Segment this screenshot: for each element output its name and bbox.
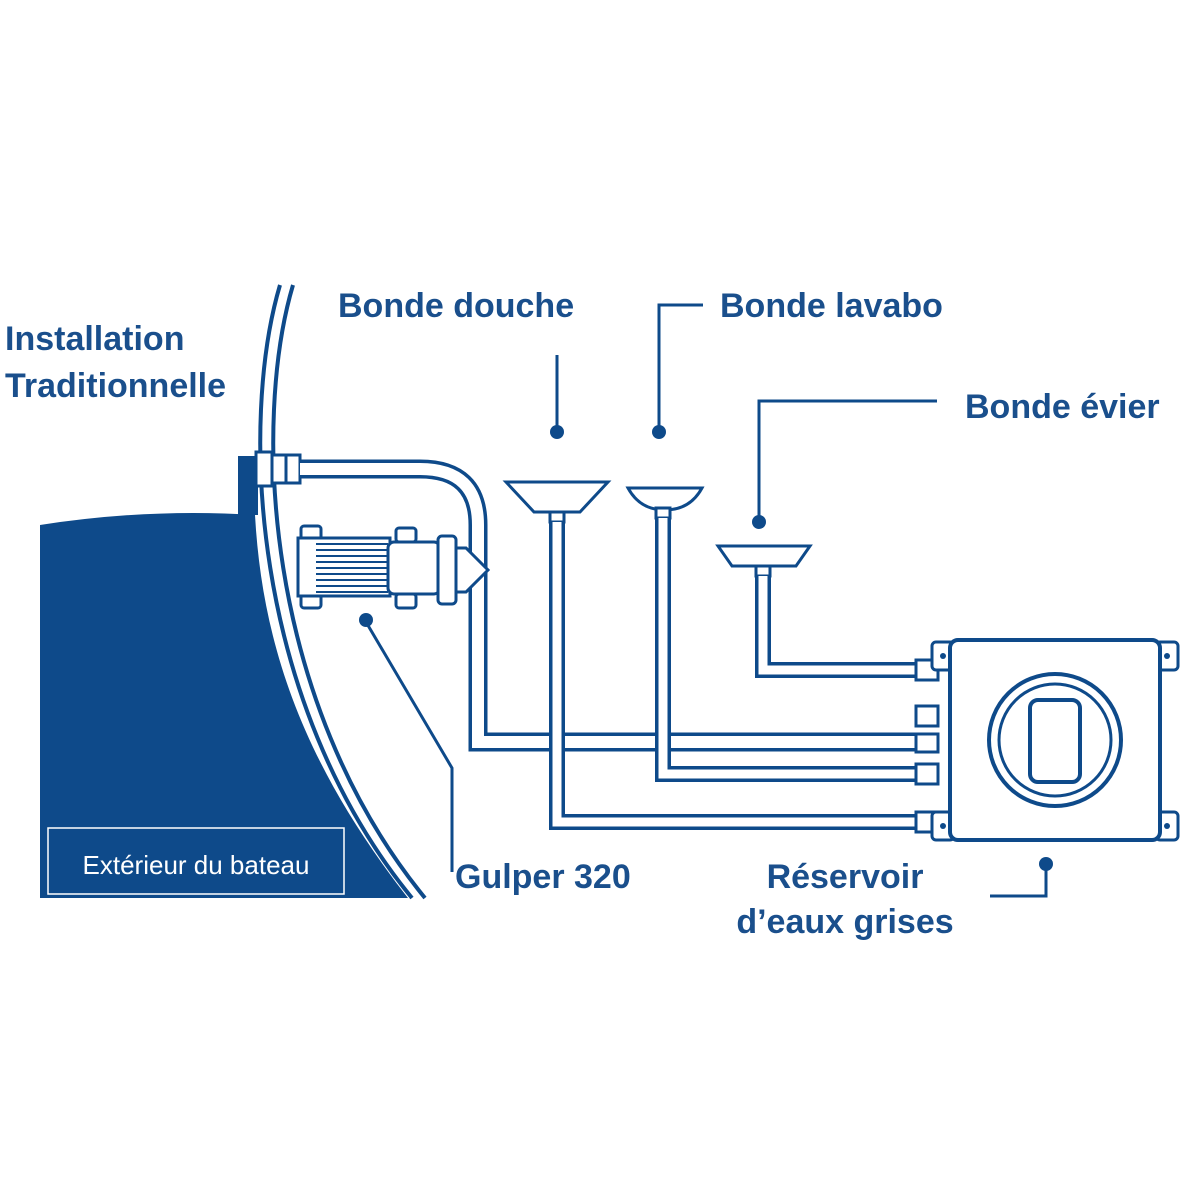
- label-reservoir-line-1: Réservoir: [767, 858, 924, 896]
- through-hull-fitting: [238, 450, 302, 515]
- sink-pipe: [755, 576, 935, 678]
- grey-water-tank: [914, 638, 1180, 842]
- title-line-1: Installation: [5, 320, 184, 358]
- title-line-2: Traditionnelle: [5, 367, 226, 405]
- leader-dot: [1039, 857, 1053, 871]
- washbasin-pipe: [655, 518, 935, 782]
- leader-sink: [752, 399, 937, 529]
- leader-dot: [652, 425, 666, 439]
- label-gulper: Gulper 320: [455, 858, 631, 896]
- hull-skin-inner: [271, 284, 427, 900]
- shower-drain: [502, 480, 612, 524]
- leader-shower: [550, 355, 564, 439]
- leader-tank: [990, 857, 1053, 898]
- label-reservoir-line-2: d’eaux grises: [736, 903, 953, 941]
- leader-gulper: [359, 613, 454, 872]
- hull-exterior: [40, 512, 408, 898]
- hull-skin-outer: [258, 284, 414, 900]
- exterior-label-box: [47, 827, 345, 895]
- sink-drain: [715, 544, 813, 578]
- shower-pipe: [549, 522, 935, 830]
- label-bonde-douche: Bonde douche: [338, 287, 574, 325]
- leader-dot: [752, 515, 766, 529]
- exterior-label: Extérieur du bateau: [83, 850, 310, 880]
- leader-dot: [359, 613, 373, 627]
- label-bonde-evier: Bonde évier: [965, 388, 1160, 426]
- leader-washbasin: [652, 303, 703, 439]
- washbasin-drain: [625, 486, 705, 520]
- leader-dot: [550, 425, 564, 439]
- label-bonde-lavabo: Bonde lavabo: [720, 287, 943, 325]
- gulper-pump: [296, 524, 491, 610]
